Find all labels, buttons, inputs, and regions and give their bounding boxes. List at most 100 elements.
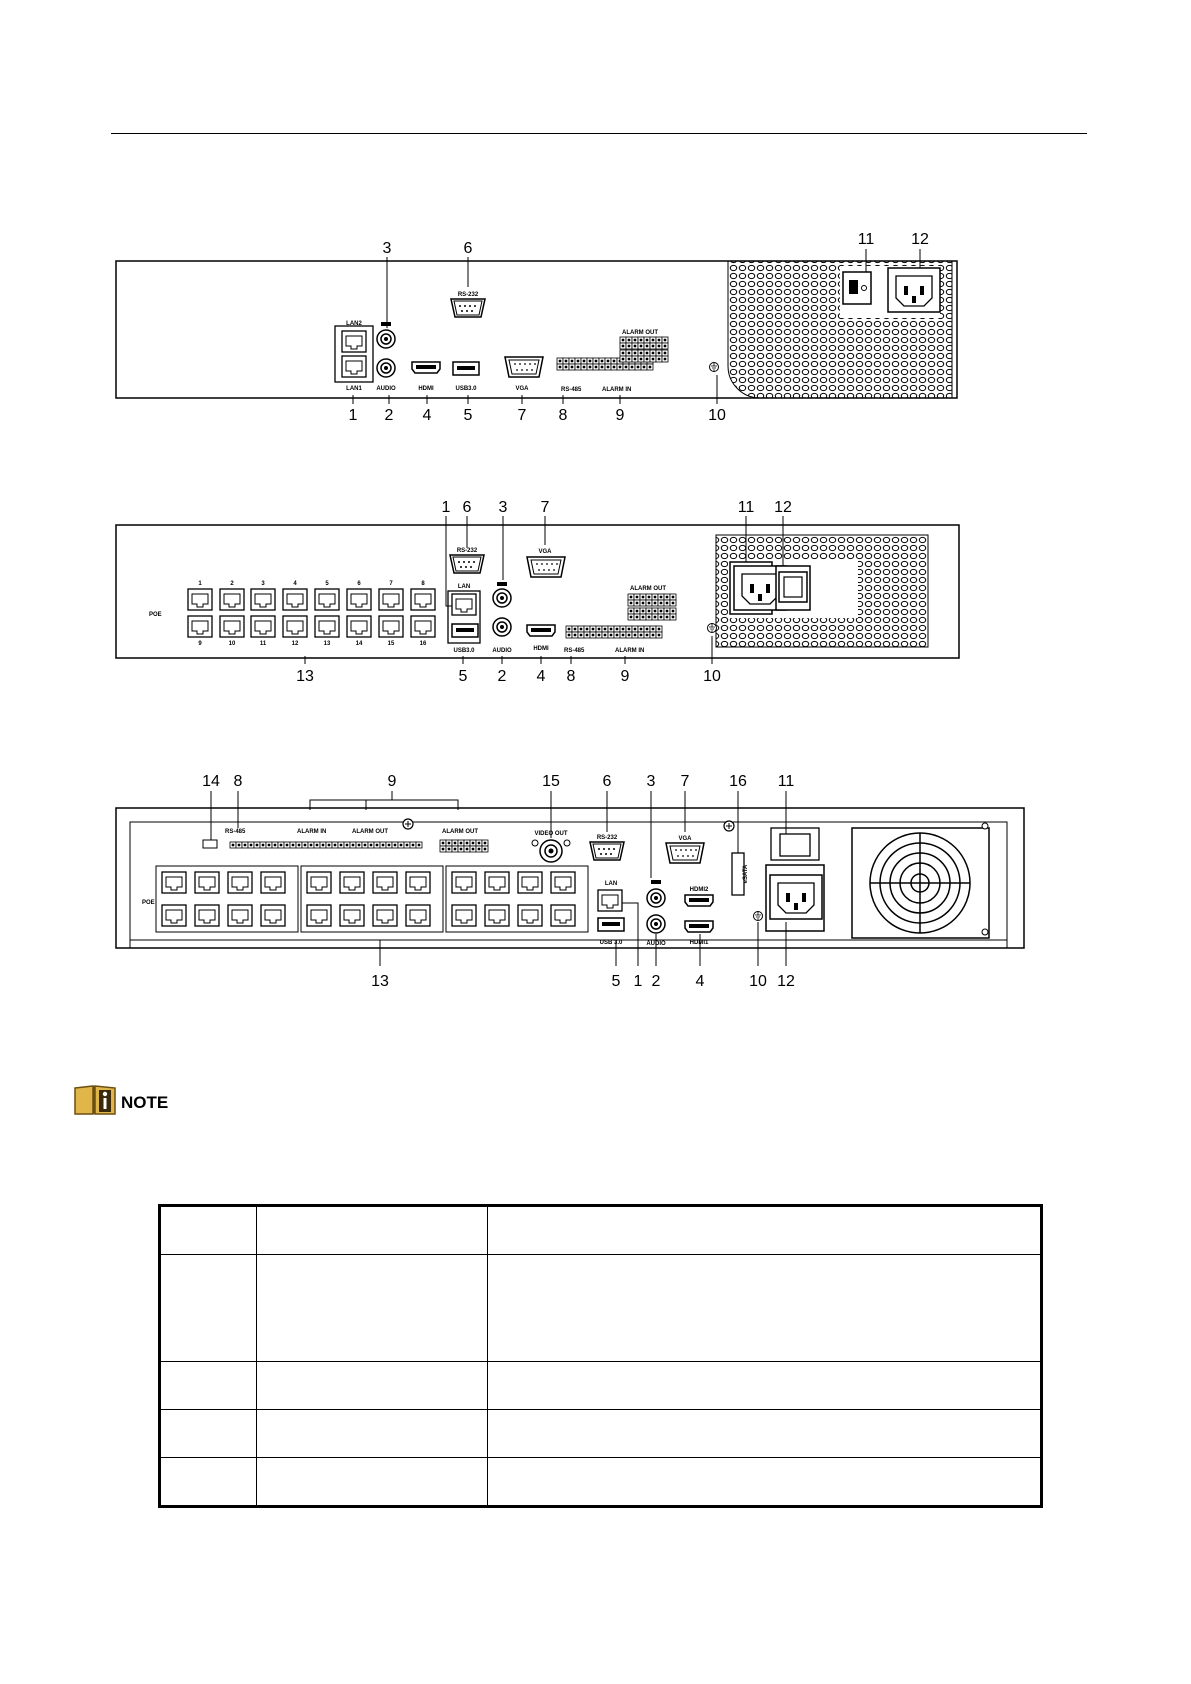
rs232-port-icon [449, 554, 485, 574]
svg-text:USB3.0: USB3.0 [453, 648, 475, 654]
rs232-port-icon [589, 841, 625, 861]
svg-text:10: 10 [708, 407, 726, 424]
svg-text:LAN: LAN [605, 881, 617, 887]
svg-text:12: 12 [292, 641, 299, 647]
power-switch-icon [778, 571, 808, 603]
svg-text:POE: POE [149, 612, 162, 618]
svg-text:4: 4 [423, 407, 432, 424]
svg-text:VGA: VGA [678, 836, 692, 842]
spec-table [158, 1204, 1043, 1508]
audio-out-jack-icon [492, 617, 512, 637]
svg-text:RS-485: RS-485 [564, 648, 585, 654]
svg-text:15: 15 [388, 641, 395, 647]
table-cell [159, 1409, 257, 1458]
svg-text:ALARM IN: ALARM IN [602, 387, 631, 393]
power-switch-icon [779, 833, 811, 857]
table-header-cell [256, 1205, 488, 1255]
audio-in-jack-icon [376, 329, 396, 349]
usb-port-icon [452, 361, 480, 376]
fan-icon [851, 827, 990, 939]
svg-text:LAN2: LAN2 [346, 321, 362, 327]
svg-text:LAN1: LAN1 [346, 386, 362, 392]
svg-text:12: 12 [777, 973, 795, 990]
svg-text:8: 8 [567, 668, 576, 685]
svg-text:10: 10 [229, 641, 236, 647]
rs232-port-icon [450, 298, 486, 318]
table-cell [256, 1409, 488, 1458]
ground-icon [707, 623, 717, 633]
svg-text:HDMI: HDMI [418, 386, 434, 392]
svg-text:4: 4 [293, 581, 297, 587]
svg-text:7: 7 [518, 407, 527, 424]
svg-text:1: 1 [349, 407, 358, 424]
hdmi1-port-icon [684, 920, 714, 933]
svg-text:10: 10 [703, 668, 721, 685]
rear-panel-diagrams: LAN2 LAN1 AUDIO HDMI USB3.0 RS-232 VGA R… [115, 231, 1025, 990]
svg-text:6: 6 [357, 581, 361, 587]
svg-text:2: 2 [385, 407, 394, 424]
panel-3: eSATA HDMI2 HDMI1 VGA AUDIO LAN USB 3.0 … [115, 773, 1025, 990]
panel-1: LAN2 LAN1 AUDIO HDMI USB3.0 RS-232 VGA R… [115, 231, 958, 424]
svg-text:ALARM OUT: ALARM OUT [622, 330, 658, 336]
svg-text:5: 5 [459, 668, 468, 685]
svg-text:13: 13 [296, 668, 314, 685]
svg-text:LAN: LAN [458, 584, 470, 590]
table-row [159, 1409, 1042, 1458]
audio-out-jack-icon [376, 358, 396, 378]
svg-text:1: 1 [442, 499, 451, 516]
svg-text:4: 4 [696, 973, 705, 990]
svg-text:ALARM OUT: ALARM OUT [352, 829, 388, 835]
svg-text:4: 4 [537, 668, 546, 685]
table-row [159, 1254, 1042, 1362]
lan-port-icon [451, 593, 477, 616]
table-cell [487, 1409, 1042, 1458]
lan1-port-icon [341, 355, 367, 378]
table-header-row [159, 1205, 1042, 1255]
svg-text:6: 6 [464, 240, 473, 257]
svg-text:11: 11 [260, 641, 267, 647]
svg-text:3: 3 [499, 499, 508, 516]
svg-text:11: 11 [778, 773, 795, 790]
info-book-icon [73, 1084, 117, 1116]
svg-text:RS-232: RS-232 [457, 548, 478, 554]
svg-text:3: 3 [383, 240, 392, 257]
svg-text:13: 13 [371, 973, 389, 990]
svg-text:ALARM IN: ALARM IN [615, 648, 644, 654]
svg-text:6: 6 [463, 499, 472, 516]
vga-port-icon [504, 356, 544, 378]
svg-text:2: 2 [652, 973, 661, 990]
svg-text:HDMI2: HDMI2 [690, 887, 709, 893]
svg-text:7: 7 [681, 773, 690, 790]
usb-port-icon [451, 623, 479, 638]
audio-in-jack-icon [646, 888, 666, 908]
svg-text:9: 9 [621, 668, 630, 685]
table-header-cell [159, 1205, 257, 1255]
table-cell [256, 1254, 488, 1362]
svg-text:ALARM OUT: ALARM OUT [442, 829, 478, 835]
svg-text:9: 9 [616, 407, 625, 424]
ground-icon [753, 911, 763, 921]
svg-text:RS-485: RS-485 [561, 387, 582, 393]
vga-port-icon [526, 556, 566, 578]
lan2-port-icon [341, 330, 367, 353]
svg-text:14: 14 [356, 641, 363, 647]
svg-text:POE: POE [142, 900, 155, 906]
svg-text:USB3.0: USB3.0 [455, 386, 477, 392]
hdmi-port-icon [411, 361, 441, 374]
table-row [159, 1361, 1042, 1410]
svg-text:12: 12 [911, 231, 929, 248]
svg-text:15: 15 [542, 773, 560, 790]
svg-text:VGA: VGA [515, 386, 529, 392]
table-cell [487, 1457, 1042, 1507]
svg-text:VGA: VGA [538, 549, 552, 555]
svg-text:5: 5 [464, 407, 473, 424]
svg-text:USB 3.0: USB 3.0 [600, 940, 623, 946]
svg-text:13: 13 [324, 641, 331, 647]
svg-text:9: 9 [198, 641, 202, 647]
table-cell [487, 1254, 1042, 1362]
svg-text:AUDIO: AUDIO [376, 386, 396, 392]
table-cell [256, 1457, 488, 1507]
svg-text:6: 6 [603, 773, 612, 790]
svg-text:9: 9 [388, 773, 397, 790]
